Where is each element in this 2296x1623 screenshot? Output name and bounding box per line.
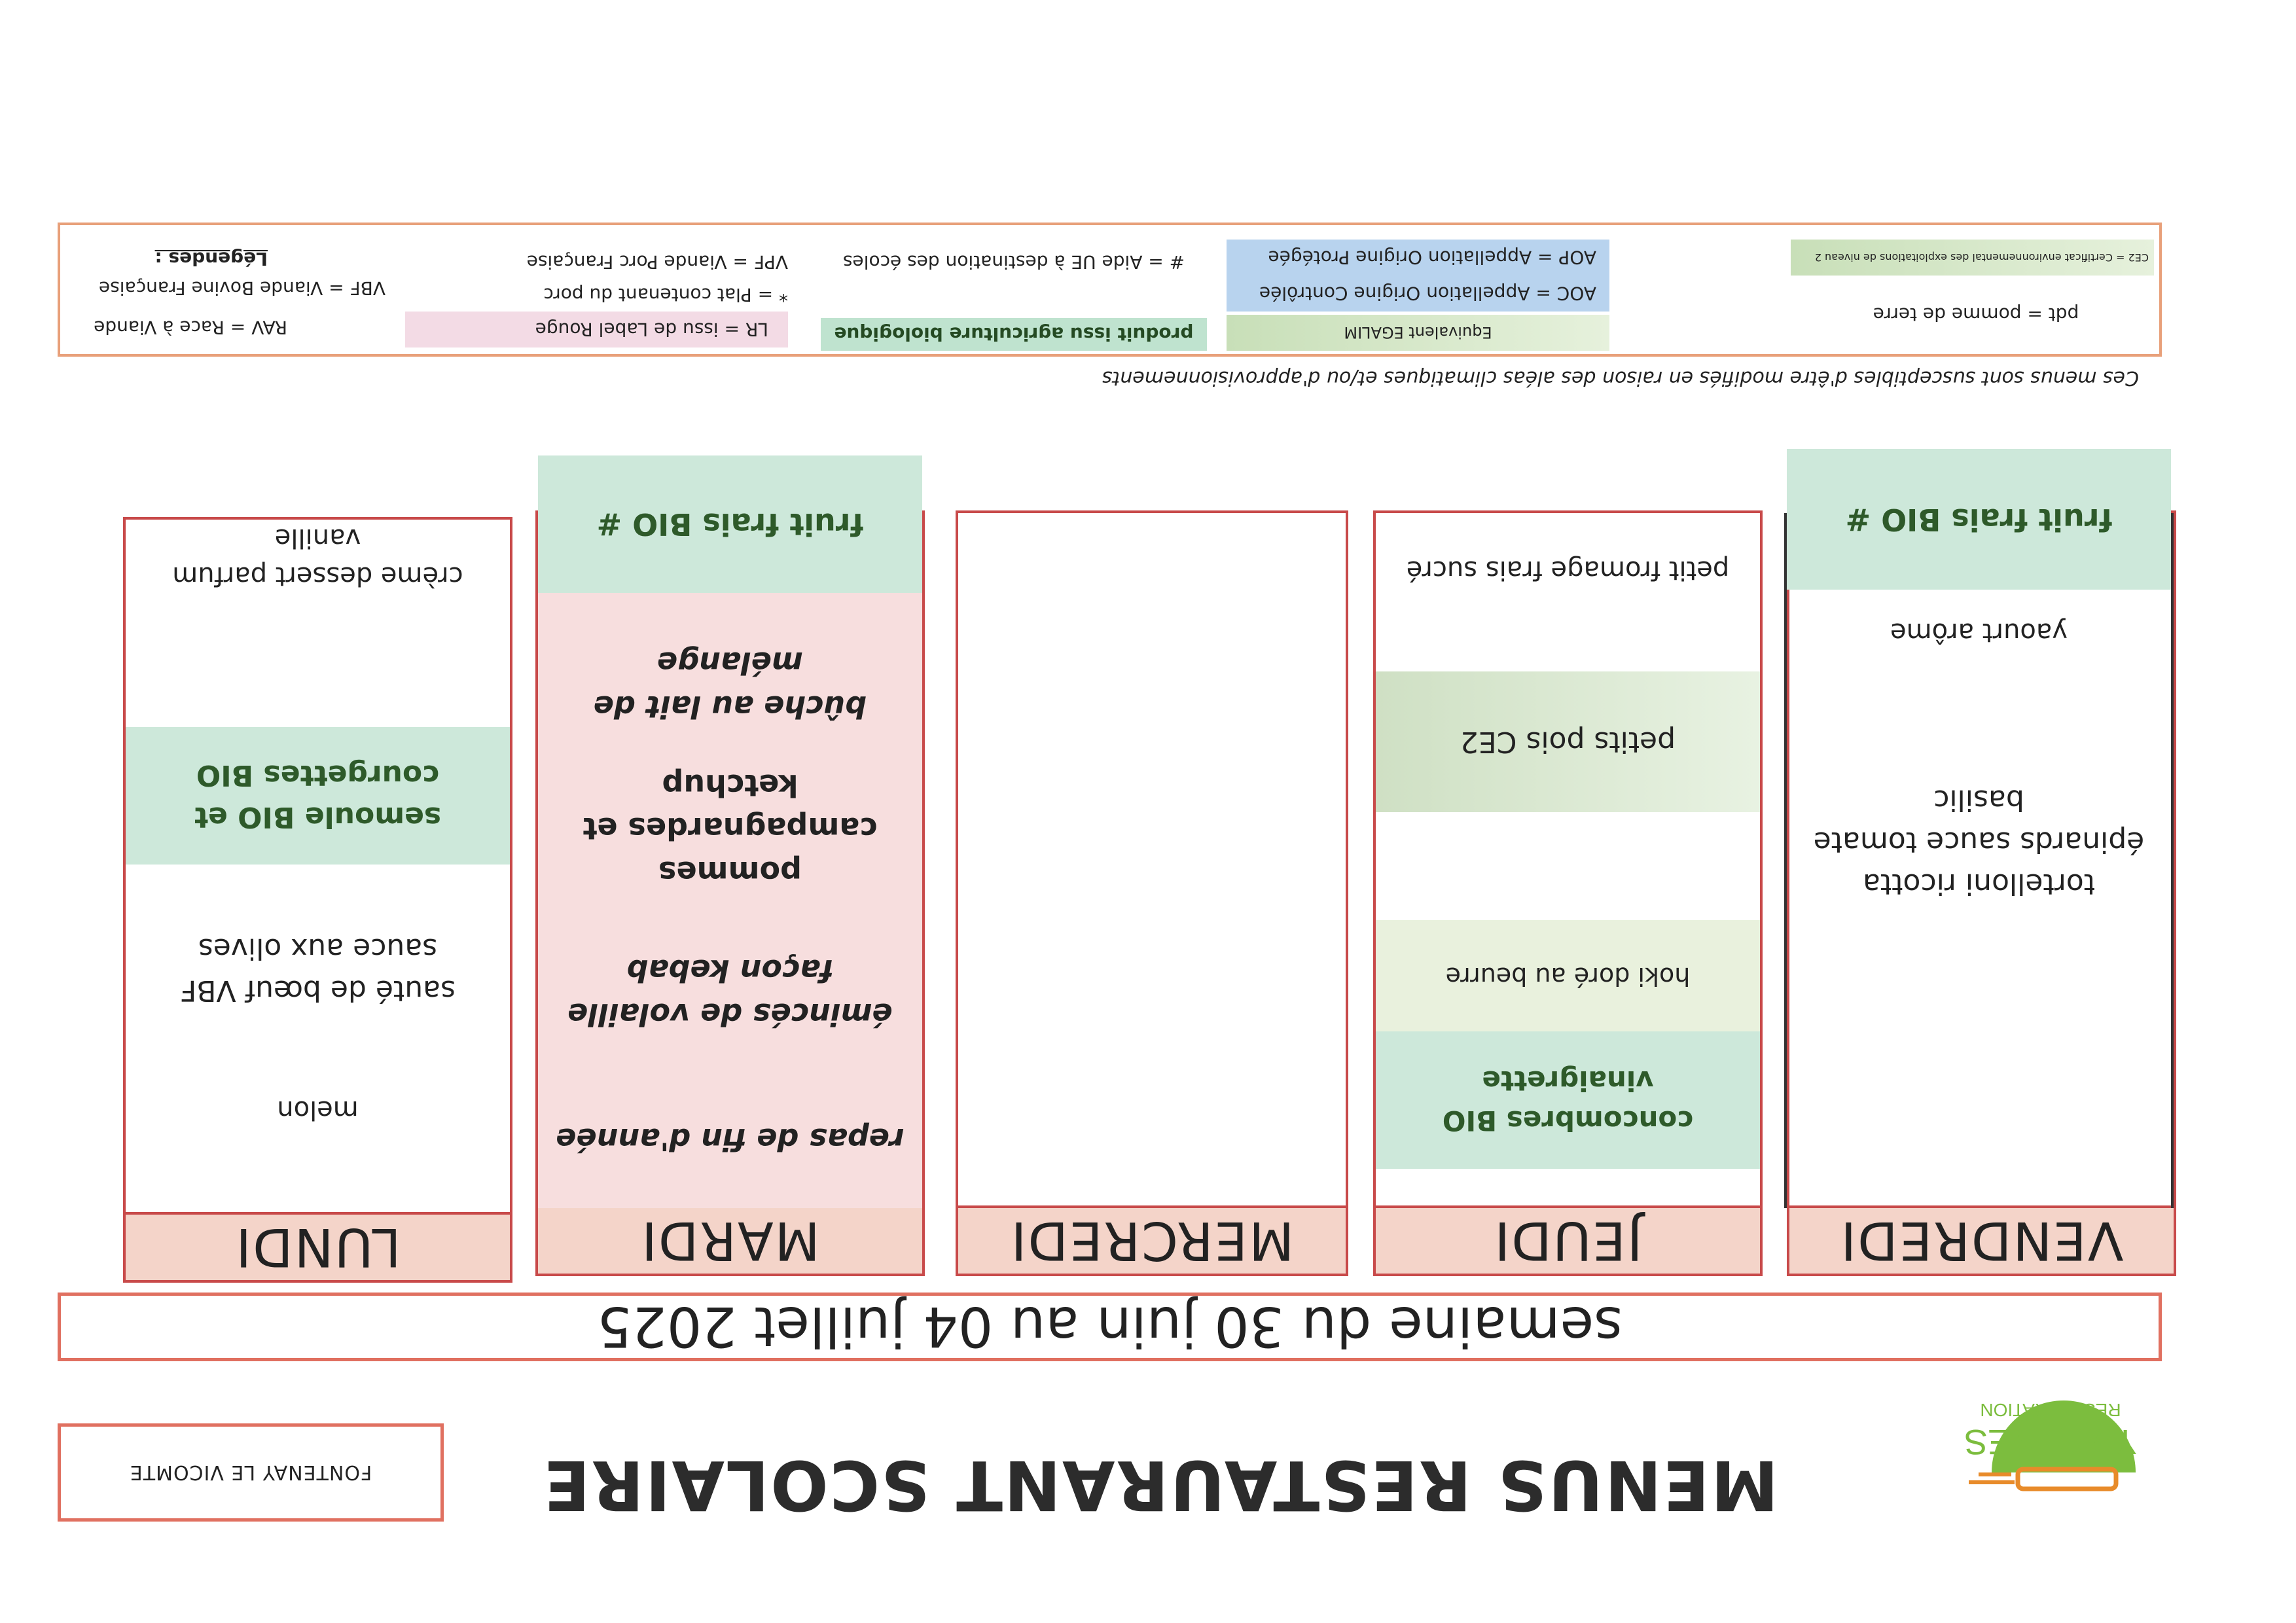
menu-item: sauté de bœuf VBF sauce aux olives — [180, 932, 456, 1007]
day-header: VENDREDI — [1789, 1205, 2174, 1274]
disclaimer-note: Ces menus sont susceptibles d'être modif… — [1102, 366, 2139, 389]
menu-item: repas de fin d'année — [556, 1122, 905, 1158]
day-header: MARDI — [538, 1205, 922, 1274]
day-column-lundi: LUNDI melon sauté de bœuf VBF sauce aux … — [123, 517, 512, 1283]
day-header: MERCREDI — [958, 1205, 1346, 1274]
svg-text:RESTAURATION: RESTAURATION — [1980, 1400, 2121, 1420]
menu-item: pommes campagnardes et ketchup — [583, 767, 878, 891]
legend-porc: * = Plat contenant du porc — [543, 284, 788, 306]
legend-aide: # = Aide UE à destination des écoles — [842, 251, 1185, 274]
legend-vpf: VPF = Viande Porc Française — [526, 251, 788, 274]
menu-item: émincés de volaille façon kebab — [567, 953, 893, 1032]
day-column-mardi: MARDI repas de fin d'année émincés de vo… — [535, 455, 925, 1276]
day-header: LUNDI — [126, 1212, 510, 1280]
day-column-jeudi: JEUDI concombres BIO vinaigrette hoki do… — [1373, 510, 1763, 1276]
svg-text:YVELINES: YVELINES — [1964, 1422, 2137, 1461]
legend-lr: LR = issu de Label Rouge — [405, 312, 788, 348]
menu-item: bûche au lait de mélange — [593, 645, 867, 724]
legend-rav: RAV = Race à Viande — [94, 317, 287, 339]
menu-item: fruit frais BIO # — [538, 455, 922, 593]
legend-bio: produit issu agriculture biologique — [821, 318, 1207, 351]
menu-item: crème dessert parfum vanille — [172, 523, 463, 591]
day-header: JEUDI — [1376, 1205, 1760, 1274]
menu-item: yaourt arôme — [1890, 617, 2068, 647]
legend-aop: AOP = Appellation Origine Protégée — [1227, 240, 1609, 276]
menu-item: semoule BIO et courgettes BIO — [126, 727, 510, 865]
week-range: semaine du 30 juin au 04 juillet 2025 — [58, 1293, 2162, 1361]
legend-title: Légendes : — [154, 248, 268, 270]
legend-panel: Légendes : VBF = Viande Bovine Française… — [58, 223, 2162, 357]
menu-item: concombres BIO vinaigrette — [1376, 1031, 1760, 1169]
menu-item: hoki doré au beurre — [1376, 920, 1760, 1031]
yvelines-restauration-logo: YVELINES RESTAURATION — [1933, 1384, 2155, 1535]
school-name: FONTENAY LE VICOMTE — [58, 1423, 444, 1522]
menu-item: petit fromage frais sucré — [1406, 555, 1730, 585]
page-title: MENUS RESTAURANT SCOLAIRE — [542, 1445, 1779, 1525]
menu-item: tortelloni ricotta épinards sauce tomate… — [1813, 783, 2145, 901]
legend-egalim: Equivalent EGALIM — [1227, 315, 1609, 351]
legend-vbf: VBF = Viande Bovine Française — [98, 277, 386, 300]
legend-ce2: CE2 = Certificat environnemental des exp… — [1791, 240, 2154, 276]
menu-item: petits pois CE2 — [1376, 671, 1760, 812]
legend-aoc: AOC = Appellation Origine Contrôlée — [1227, 276, 1609, 312]
day-column-vendredi: VENDREDI tortelloni ricotta épinards sau… — [1784, 449, 2176, 1276]
menu-item: fruit frais BIO # — [1787, 449, 2171, 590]
menu-item: melon — [277, 1095, 359, 1125]
day-column-mercredi: MERCREDI — [956, 510, 1348, 1276]
legend-pdt: pdt = pomme de terre — [1873, 304, 2079, 326]
